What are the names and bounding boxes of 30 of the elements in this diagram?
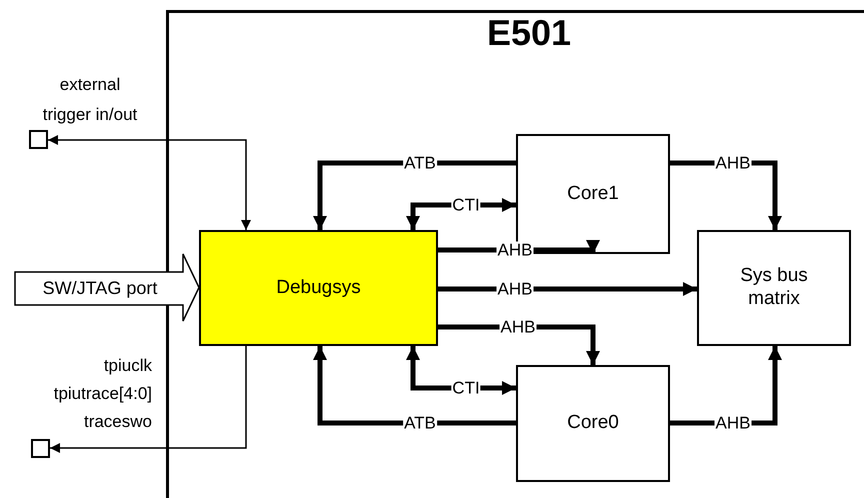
signal-label: external trigger in/out [42, 75, 138, 124]
block-label: Core1 [566, 182, 620, 206]
connector-arrow [313, 160, 516, 230]
connector-arrow [48, 135, 251, 230]
edge-label: AHB [714, 154, 752, 172]
edge-label: CTI [451, 380, 481, 396]
terminal-pin [31, 439, 50, 458]
block-label: Core0 [566, 412, 620, 435]
edge-label: AHB [500, 318, 536, 336]
edge-label: AHB [714, 414, 752, 432]
debug-subsystem-block [199, 230, 438, 346]
edge-label: CTI [451, 196, 481, 214]
edge-label: AHB [496, 280, 534, 298]
terminal-pin [29, 130, 48, 149]
signal-label: tpiuclk [104, 356, 152, 375]
core-block [516, 365, 670, 482]
block-label: Sys bus matrix [739, 265, 809, 311]
edge-label: ATB [403, 414, 437, 432]
port-label: SW/JTAG port [42, 278, 158, 300]
edge-label: AHB [496, 242, 534, 258]
signal-label: tpiutrace[4:0] [54, 384, 152, 403]
bus-matrix-block [697, 230, 851, 346]
chip-title: E501 [486, 15, 572, 51]
block-label: Debugsys [275, 276, 362, 300]
port-arrow [14, 253, 200, 322]
connector-arrow [313, 346, 516, 426]
connector-arrow [50, 346, 247, 453]
signal-label: traceswo [84, 412, 152, 431]
chip-boundary [166, 10, 864, 498]
edge-label: ATB [403, 154, 437, 172]
